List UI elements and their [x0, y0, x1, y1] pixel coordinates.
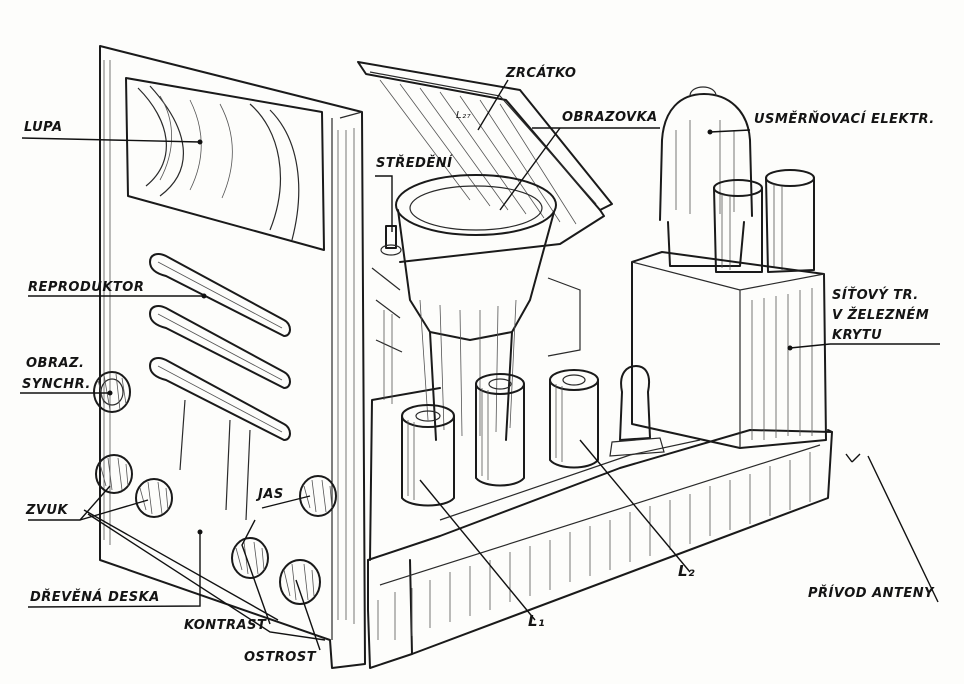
- coil-l1: [401, 404, 455, 507]
- label-sitovy-line1: SÍŤOVÝ TR.: [832, 288, 919, 303]
- leader-lines: [20, 79, 940, 651]
- tube-can-2: [765, 169, 815, 273]
- label-zvuk: ZVUK: [26, 503, 69, 518]
- small-valve: [609, 365, 665, 457]
- tube-can-1: [713, 179, 763, 273]
- label-ostrost: OSTROST: [244, 650, 317, 665]
- label-zrcatko: ZRCÁTKO: [506, 66, 577, 81]
- label-tube-mark: L₂₇: [456, 110, 472, 121]
- knob-jas: [299, 475, 337, 517]
- knob-obraz-synchr: [93, 371, 131, 413]
- chassis-interior: [371, 267, 581, 404]
- label-sitovy-line3: KRYTU: [832, 328, 883, 343]
- label-sitovy-line2: V ŽELEZNÉM: [832, 308, 930, 323]
- knob-zvuk-left: [95, 454, 133, 494]
- label-usmernovaci: USMĚRŇOVACÍ ELEKTR.: [754, 112, 935, 127]
- knob-ostrost: [279, 559, 321, 605]
- label-stredeni: STŘEDĚNÍ: [376, 156, 453, 171]
- chassis-base: [367, 429, 833, 669]
- chassis-top-plate: [369, 387, 701, 561]
- centering-control: [380, 225, 402, 256]
- front-panel: [99, 45, 366, 669]
- label-lupa: LUPA: [24, 120, 63, 135]
- label-obraz: OBRAZ.: [26, 356, 85, 371]
- rectifier-tube: [659, 86, 753, 267]
- label-l2: L₂: [678, 562, 696, 580]
- mirror: [357, 61, 613, 263]
- label-drevena-deska: DŘEVĚNÁ DESKA: [30, 590, 160, 605]
- coil-l2: [549, 369, 599, 469]
- label-obrazovka: OBRAZOVKA: [562, 110, 658, 125]
- label-reproduktor: REPRODUKTOR: [28, 280, 145, 295]
- label-jas: JAS: [258, 487, 284, 502]
- label-kontrast: KONTRAST: [184, 618, 267, 633]
- knob-zvuk-right: [135, 478, 173, 518]
- label-l1: L₁: [528, 612, 546, 630]
- label-synchr: SYNCHR.: [22, 377, 91, 392]
- coil-middle: [475, 373, 525, 487]
- label-privod-anteny: PŘÍVOD ANTENY: [808, 586, 935, 601]
- knob-kontrast: [231, 537, 269, 579]
- crt-tube: [395, 174, 557, 441]
- mains-transformer: [631, 251, 827, 449]
